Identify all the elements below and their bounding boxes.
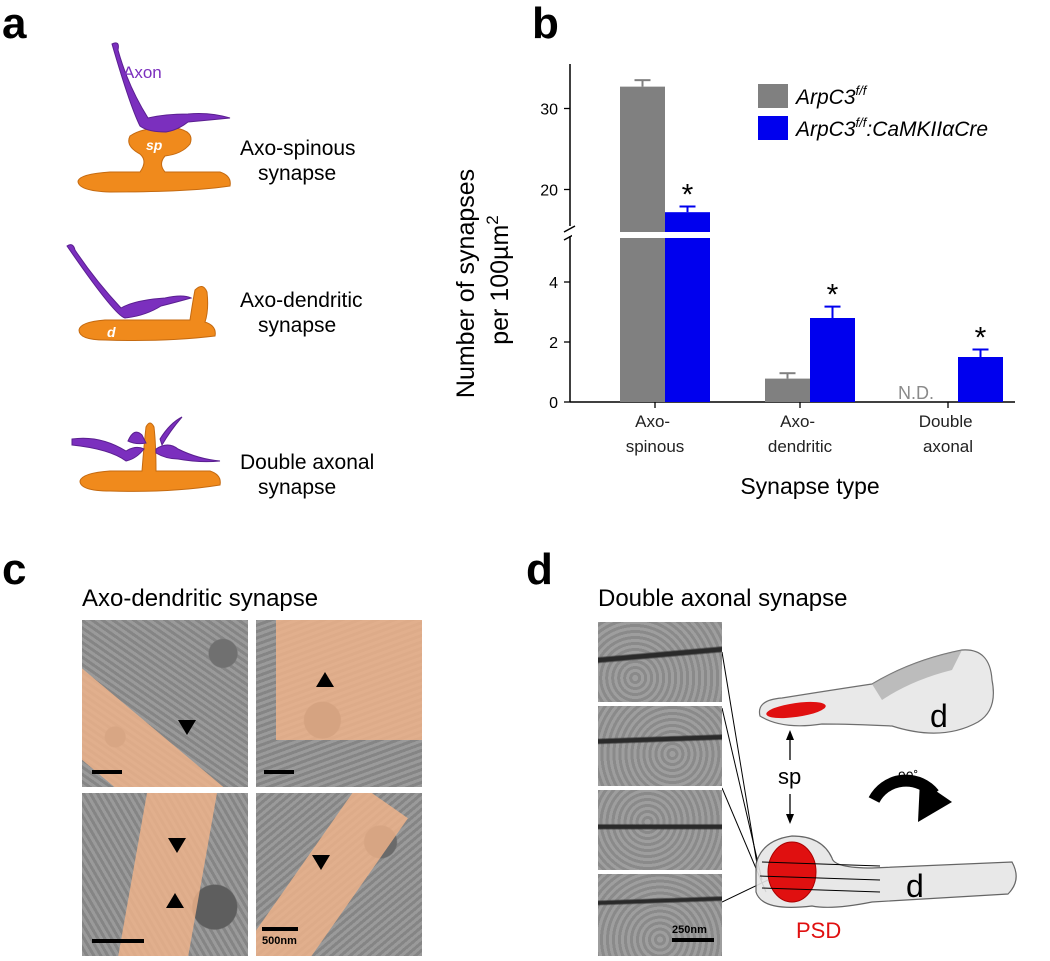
bar-knockout-0 — [665, 212, 710, 402]
synapse-arrowhead — [312, 855, 330, 870]
legend-swatch-knockout — [758, 116, 788, 140]
double-axonal-label: Double axonal synapse — [240, 451, 375, 499]
scale-bar — [92, 770, 122, 774]
dendrite-overlay — [256, 793, 408, 956]
em-serial-2 — [598, 706, 722, 786]
y-axis-label-line2: per 100µm2 — [483, 215, 514, 345]
bar-control-1 — [765, 378, 810, 402]
significance-star: * — [682, 179, 694, 212]
significance-star: * — [975, 322, 987, 355]
dendrite-label: d — [107, 324, 116, 340]
scale-bar — [264, 770, 294, 774]
scale-bar-label: 500nm — [262, 935, 297, 947]
legend-label-control: ArpC3f/f — [794, 83, 868, 109]
y-tick-label: 30 — [540, 102, 558, 119]
axon-left — [71, 437, 145, 462]
y-axis-label-line1: Number of synapses — [452, 169, 480, 398]
psd-label: PSD — [796, 918, 842, 943]
significance-star: * — [827, 279, 839, 312]
category-label-axo-spinous: Axo- spinous — [626, 412, 685, 456]
panel-c-title: Axo-dendritic synapse — [82, 585, 319, 612]
y-tick-label: 2 — [549, 335, 558, 352]
panel-b-letter: b — [532, 0, 559, 48]
axon — [66, 244, 193, 319]
synapse-arrowhead — [166, 893, 184, 908]
axon-top — [127, 416, 183, 447]
x-axis-label: Synapse type — [740, 473, 879, 499]
axon-label: Axon — [123, 63, 162, 82]
panel-d-letter: d — [526, 545, 553, 594]
axis-break-gap — [572, 232, 1017, 238]
dendrite-shaft — [77, 127, 231, 193]
y-tick-label: 20 — [540, 183, 558, 200]
category-label-double-axonal: Double axonal — [919, 412, 978, 456]
y-axis-label-sup: 2 — [483, 215, 502, 224]
dendrite-top-view — [758, 649, 994, 734]
rotation-angle-label: 90˚ — [898, 768, 919, 784]
scale-bar — [672, 938, 714, 942]
synapse-arrowhead — [178, 720, 196, 735]
axon — [111, 42, 231, 133]
em-serial-4: 250nm — [598, 874, 722, 956]
synapse-arrowhead — [316, 672, 334, 687]
scale-bar — [92, 939, 144, 943]
reconstruction-3d — [722, 649, 1017, 908]
axo-dendritic-label: Axo-dendritic synapse — [240, 289, 363, 337]
panel-c-letter: c — [2, 545, 27, 594]
spine-label: sp — [146, 137, 163, 153]
axo-dendritic-diagram: d — [66, 244, 216, 341]
double-axonal-diagram — [71, 416, 221, 492]
axo-spinous-diagram: sp — [77, 42, 231, 193]
bar-knockout-1 — [810, 318, 855, 402]
category-label-axo-dendritic: Axo- dendritic — [768, 412, 833, 456]
dendrite-overlay — [82, 660, 248, 787]
bar-knockout-2 — [958, 357, 1003, 402]
axo-spinous-label: Axo-spinous synapse — [240, 137, 356, 185]
psd-top-view — [766, 701, 826, 719]
dendrite-label-top: d — [930, 698, 948, 734]
panel-a-letter: a — [2, 0, 27, 48]
dendrite-overlay — [276, 620, 422, 740]
em-image-c4: 500nm — [256, 793, 422, 956]
scale-bar — [262, 927, 298, 931]
dendrite-shaft — [79, 422, 221, 492]
y-axis-label: Number of synapses per 100µm2 — [452, 162, 514, 398]
dendrite-label-bottom: d — [906, 868, 924, 904]
synapse-arrowhead — [168, 838, 186, 853]
legend-swatch-control — [758, 84, 788, 108]
em-image-c2 — [256, 620, 422, 787]
dendrite-top-view-shading — [872, 650, 962, 700]
y-tick-label: 0 — [549, 395, 558, 412]
synapse-bar-chart: 0 2 4 20 30 * * * Number of synapses per 100µm2… — [452, 64, 1017, 499]
em-serial-1 — [598, 622, 722, 702]
dendrite-shaft — [78, 286, 216, 341]
y-tick-label: 4 — [549, 275, 558, 292]
em-image-c1 — [82, 620, 248, 787]
psd-side-view — [767, 841, 817, 903]
axon-right — [155, 444, 221, 463]
not-detected-label: N.D. — [898, 383, 934, 403]
bar-control-0 — [620, 86, 665, 402]
em-serial-3 — [598, 790, 722, 870]
scale-bar-label: 250nm — [672, 924, 707, 936]
em-image-c3 — [82, 793, 248, 956]
legend-label-knockout: ArpC3f/f:CaMKIIαCre — [794, 115, 988, 141]
spine-label: sp — [778, 764, 802, 789]
axis-break-mark — [563, 225, 576, 233]
panel-d-title: Double axonal synapse — [598, 585, 848, 612]
dendrite-overlay — [117, 793, 217, 956]
